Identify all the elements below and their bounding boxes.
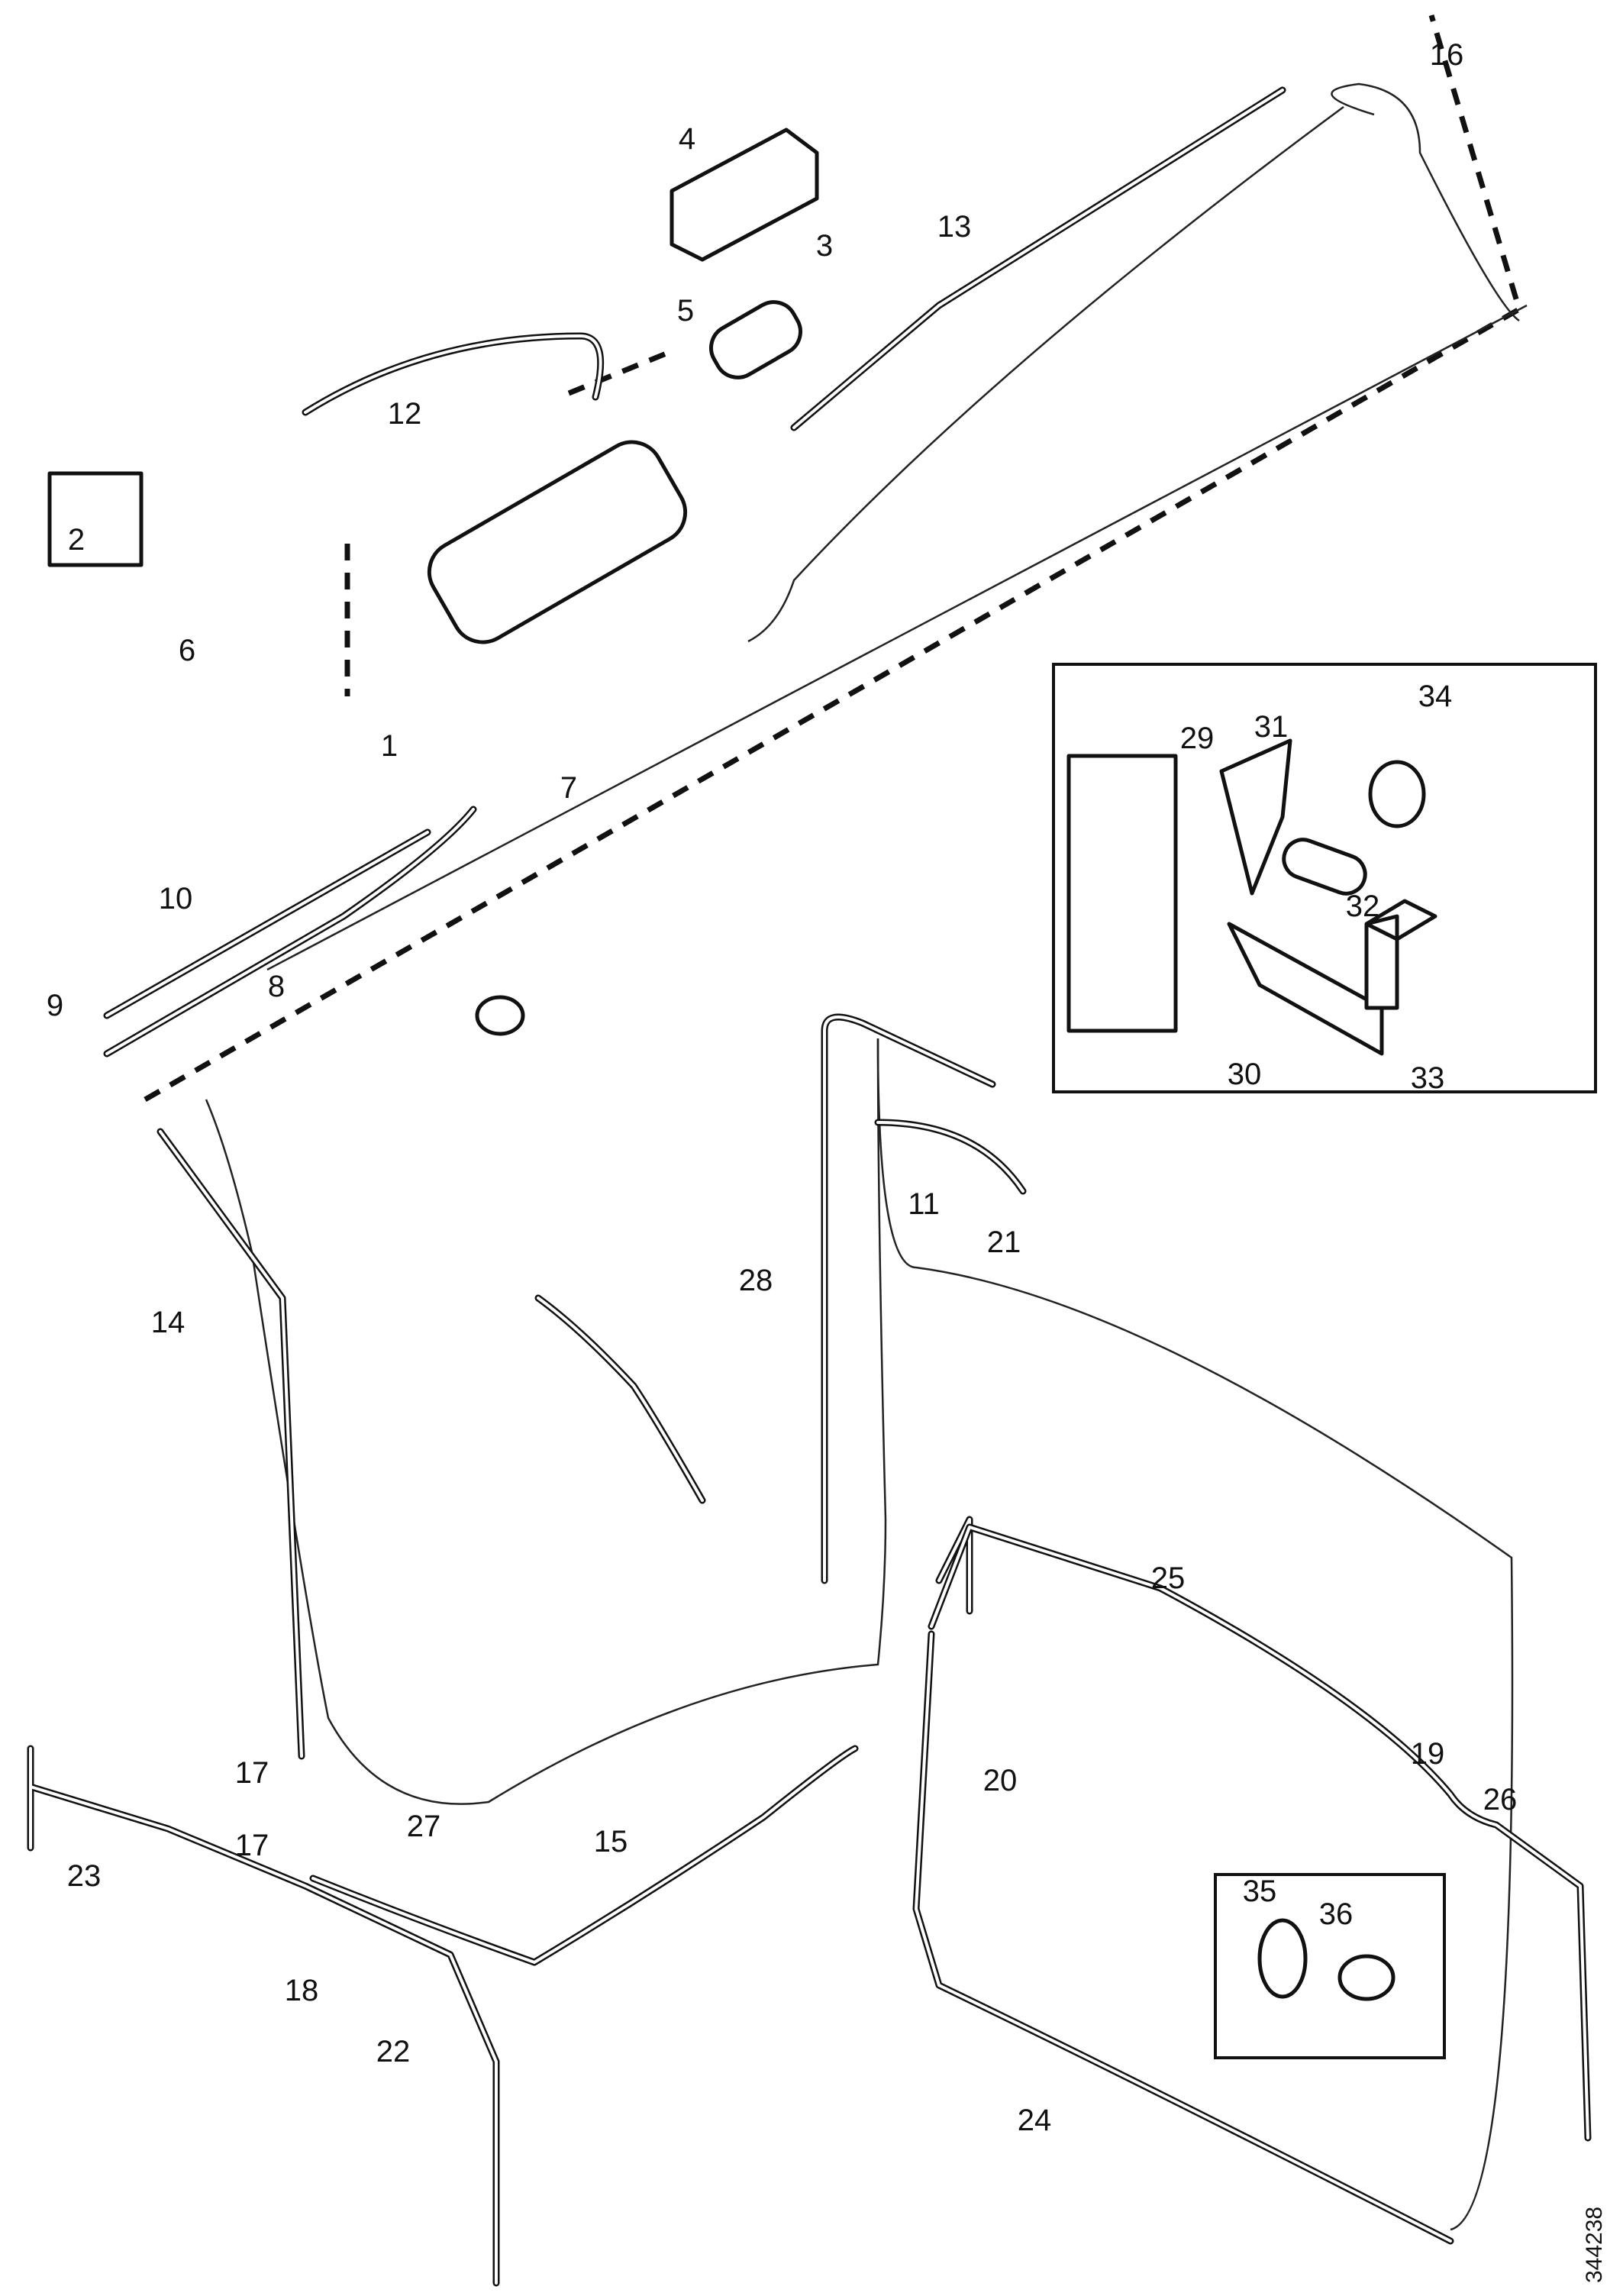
hose-upper-outline — [534, 1294, 706, 1504]
callout-23: 23 — [67, 1859, 102, 1893]
pipe-25-26 — [928, 1523, 1592, 2142]
canister — [709, 300, 802, 379]
pipe-stub — [935, 1516, 973, 1615]
hose-15-bore — [311, 1747, 857, 1964]
callout-21: 21 — [987, 1226, 1021, 1259]
fittings-inset-frame — [1214, 1873, 1446, 2059]
callout-8: 8 — [268, 970, 285, 1003]
junction-box — [47, 471, 144, 567]
callout-31: 31 — [1254, 710, 1289, 744]
lines-8-10 — [103, 806, 477, 1058]
pipe-24-outline — [912, 1630, 1454, 2245]
lines-8-10-bore — [105, 808, 475, 1055]
callout-30: 30 — [1228, 1058, 1262, 1091]
hose-upper-bore — [537, 1297, 704, 1502]
callout-29: 29 — [1180, 722, 1215, 755]
pipe-13 — [790, 86, 1286, 431]
envelope-line-5 — [266, 304, 1528, 971]
line-11 — [874, 1119, 1027, 1195]
pipe-22-23 — [27, 1745, 500, 2287]
pipe-stub-bore — [937, 1518, 971, 1613]
bracket-29 — [1066, 754, 1178, 1033]
hose-15 — [309, 1745, 859, 1966]
lines-8-10-outline — [103, 806, 477, 1058]
fitting-35 — [1257, 1918, 1308, 1999]
callout-5: 5 — [677, 294, 694, 328]
hose-12-bore — [304, 334, 602, 414]
pipe-28-bore — [823, 1016, 994, 1582]
dashed-link-2 — [567, 348, 673, 396]
hose-12-outline — [302, 332, 605, 416]
callout-22: 22 — [376, 2035, 411, 2068]
callout-4: 4 — [679, 122, 695, 156]
dashed-boundary — [144, 14, 1523, 1103]
callout-17-second: 17 — [235, 1829, 269, 1862]
drawing-id: 344238 — [1582, 2207, 1607, 2283]
callout-26: 26 — [1483, 1783, 1518, 1816]
callout-16: 16 — [1430, 38, 1464, 72]
envelope-line-3 — [747, 105, 1344, 643]
callout-36: 36 — [1319, 1897, 1354, 1931]
callout-27: 27 — [407, 1810, 441, 1843]
callout-14: 14 — [151, 1306, 186, 1339]
callout-32: 32 — [1346, 890, 1380, 923]
callout-3: 3 — [816, 229, 833, 263]
callout-6: 6 — [179, 634, 195, 667]
line-11-bore — [876, 1121, 1024, 1193]
pipe-24 — [912, 1630, 1454, 2245]
pipe-14-bore — [159, 1130, 303, 1758]
callout-19: 19 — [1411, 1737, 1445, 1771]
envelope-line-4 — [876, 1038, 1514, 2231]
bracket-30 — [1227, 922, 1384, 1056]
callout-28: 28 — [739, 1264, 773, 1297]
pipe-14 — [156, 1128, 305, 1760]
callout-18: 18 — [285, 1974, 319, 2007]
line-art — [27, 14, 1597, 2287]
callout-2: 2 — [68, 523, 85, 557]
callout-20: 20 — [983, 1764, 1018, 1797]
plate-32 — [1282, 838, 1367, 896]
bracket-33 — [1364, 899, 1437, 1010]
envelope-line-1 — [205, 1038, 887, 1805]
callout-17: 17 — [235, 1756, 269, 1790]
callout-34: 34 — [1418, 680, 1453, 713]
callout-33: 33 — [1411, 1061, 1445, 1095]
callout-7: 7 — [560, 771, 577, 805]
pipe-28-outline — [821, 1013, 996, 1584]
pipe-25-26-outline — [928, 1523, 1592, 2142]
clip-36 — [1337, 1954, 1396, 2001]
air-tank — [427, 440, 688, 644]
bracket-31 — [1219, 738, 1292, 896]
callout-12: 12 — [388, 397, 422, 431]
callout-11: 11 — [908, 1187, 940, 1221]
hose-upper — [534, 1294, 706, 1504]
pipe-28 — [821, 1013, 996, 1584]
pipe-13-outline — [790, 86, 1286, 431]
pipe-22-23-bore — [29, 1747, 498, 2285]
callout-labels: 1234567891011121314151617171819202122232… — [47, 38, 1517, 2137]
callout-15: 15 — [594, 1825, 628, 1858]
callout-10: 10 — [159, 882, 193, 915]
pipe-24-bore — [915, 1632, 1452, 2243]
envelope-line-2 — [1331, 82, 1520, 322]
callout-35: 35 — [1243, 1875, 1277, 1908]
brackets-inset-frame — [1052, 663, 1597, 1093]
callout-25: 25 — [1151, 1561, 1186, 1595]
callout-24: 24 — [1018, 2104, 1052, 2137]
callout-9: 9 — [47, 989, 63, 1022]
top-bracket — [670, 128, 819, 262]
pipe-13-bore — [792, 89, 1284, 429]
pipe-25-26-bore — [930, 1526, 1589, 2139]
callout-1: 1 — [381, 729, 398, 763]
clamp-34 — [1368, 760, 1426, 828]
gauge — [475, 995, 525, 1036]
hose-12 — [302, 332, 605, 416]
callout-13: 13 — [937, 210, 972, 244]
